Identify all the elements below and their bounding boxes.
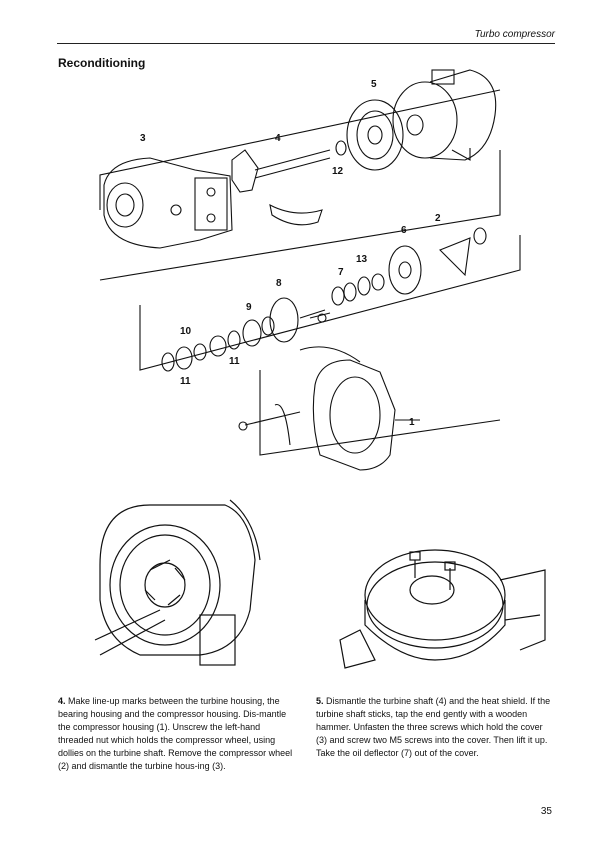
heat-shield-drawing [346, 99, 404, 171]
callout-11a: 11 [229, 356, 240, 367]
photo-right-drawing [339, 549, 546, 669]
frame-lower [259, 370, 501, 456]
callout-6: 6 [401, 225, 407, 236]
callout-1: 1 [409, 417, 415, 428]
section-title: Reconditioning [58, 56, 146, 70]
callout-3: 3 [140, 133, 146, 144]
callout-9: 9 [246, 302, 252, 313]
callout-11b: 11 [180, 376, 191, 387]
header-rule [57, 43, 555, 44]
step-5-text: Dismantle the turbine shaft (4) and the … [316, 696, 551, 758]
callout-4: 4 [275, 133, 281, 144]
turbine-housing-drawing [103, 157, 233, 249]
callout-labels: 5 3 4 12 2 6 13 7 8 9 10 11 11 1 [140, 79, 441, 428]
turbine-shaft-drawing [231, 149, 331, 226]
bearing-housing-drawing [392, 69, 497, 161]
callout-5: 5 [371, 79, 377, 90]
callout-13: 13 [356, 254, 368, 265]
page-number: 35 [540, 806, 552, 817]
exploded-view-figure: 5 3 4 12 2 6 13 7 8 9 10 11 11 1 [94, 69, 546, 669]
step-4-number: 4. [58, 696, 66, 706]
callout-2: 2 [435, 213, 441, 224]
step-4-paragraph: 4. Make line-up marks between the turbin… [58, 695, 296, 773]
callout-8: 8 [276, 278, 282, 289]
step-4-text: Make line-up marks between the turbine h… [58, 696, 293, 771]
step-5-number: 5. [316, 696, 324, 706]
callout-7: 7 [338, 267, 344, 278]
step-5-paragraph: 5. Dismantle the turbine shaft (4) and t… [316, 695, 554, 760]
middle-row-parts [161, 227, 487, 372]
frame-middle [139, 235, 521, 371]
running-header: Turbo compressor [474, 29, 555, 40]
ring-12 [335, 140, 347, 156]
frame-upper [99, 89, 501, 210]
compressor-housing-drawing [238, 346, 420, 471]
photo-left-drawing [94, 499, 261, 666]
callout-12: 12 [332, 166, 344, 177]
callout-10: 10 [180, 326, 192, 337]
frame-upper-right [99, 150, 501, 281]
